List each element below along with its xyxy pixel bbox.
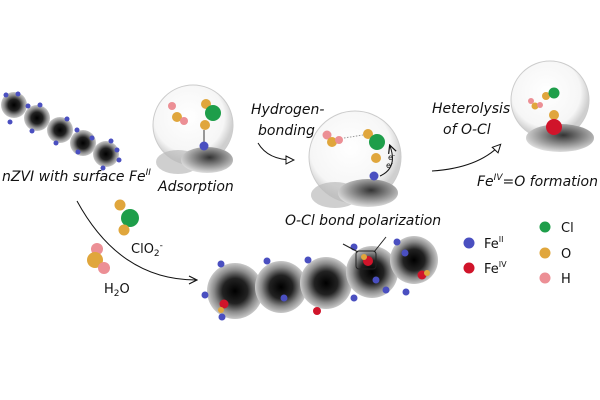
- feo-formation-label: FeIV=O formation: [477, 173, 598, 190]
- h2o-molecule: [87, 243, 110, 274]
- adsorption-label: Adsorption: [157, 179, 234, 195]
- legend: FeII FeIV Cl O H: [463, 221, 574, 287]
- adsorption-bubble: [152, 84, 234, 174]
- feo-bubble: [510, 60, 594, 152]
- polarization-label: O-Cl bond polarization: [285, 213, 441, 229]
- heterolysis-label-2: of O-Cl: [443, 122, 491, 138]
- svg-text:O: O: [561, 247, 571, 262]
- legend-item-h: H: [539, 272, 571, 287]
- legend-item-fe-iv: FeIV: [463, 260, 507, 277]
- hydrogen-bonding-label-2: bonding: [258, 123, 315, 139]
- legend-item-cl: Cl: [539, 221, 574, 236]
- svg-text:FeIV: FeIV: [484, 260, 507, 277]
- h2o-label: H2O: [104, 282, 130, 299]
- heterolysis-arrow: [431, 145, 500, 172]
- electron-label-2: e-: [386, 160, 393, 170]
- nzvi-chain-large: [201, 236, 438, 321]
- nzvi-label: nZVI with surface FeII: [2, 168, 151, 185]
- clo2-label: ClO2-: [131, 241, 163, 259]
- svg-text:FeII: FeII: [484, 235, 503, 252]
- electron-label-1: e-: [388, 152, 395, 162]
- svg-text:Cl: Cl: [561, 221, 574, 236]
- hydrogen-bonding-arrow: [257, 142, 293, 160]
- svg-text:H: H: [561, 272, 571, 287]
- legend-item-fe-ii: FeII: [463, 235, 503, 252]
- heterolysis-label-1: Heterolysis: [432, 101, 510, 117]
- clo2-molecule: [114, 199, 139, 236]
- legend-item-o: O: [539, 247, 571, 262]
- reaction-arrow: [76, 200, 196, 280]
- nzvi-chain-small: [1, 91, 122, 171]
- polarization-bubble: e- e-: [308, 110, 402, 208]
- hydrogen-bonding-label-1: Hydrogen-: [251, 102, 324, 118]
